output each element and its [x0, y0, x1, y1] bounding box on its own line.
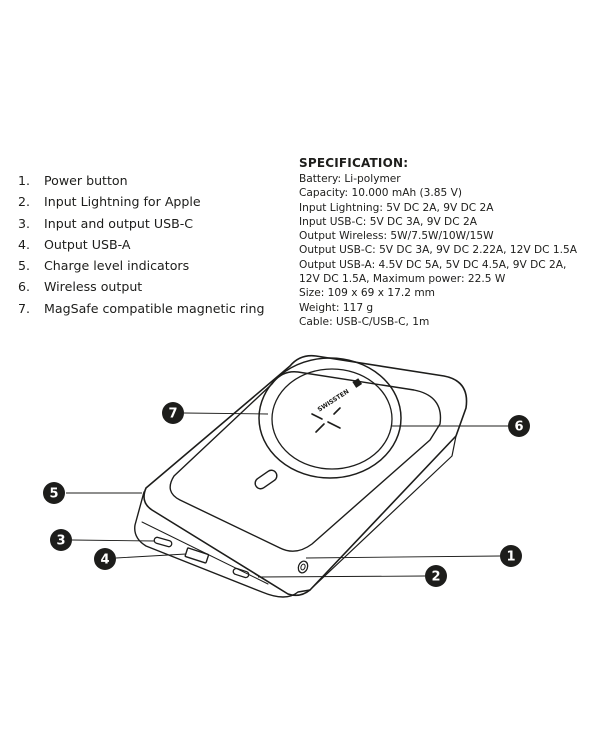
legend-text: Output USB-A [44, 236, 131, 252]
callout-number: 7 [168, 407, 177, 422]
spec-line: Output USB-C: 5V DC 3A, 9V DC 2.22A, 12V… [299, 244, 578, 257]
legend-number: 7. [18, 300, 31, 316]
wireless-cross-icon [311, 407, 341, 433]
legend-text: MagSafe compatible magnetic ring [44, 300, 265, 316]
power-button-inner [300, 563, 306, 571]
device-edge [134, 491, 311, 598]
callout-5: 5 [43, 482, 65, 504]
spec-line: Weight: 117 g [299, 301, 374, 314]
callout-3: 3 [50, 529, 72, 551]
spec-line: Input Lightning: 5V DC 2A, 9V DC 2A [299, 201, 494, 214]
callout-number: 6 [514, 420, 523, 435]
callout-number: 1 [506, 550, 515, 565]
feature-legend: 1. Power button 2. Input Lightning for App… [18, 170, 265, 319]
legend-number: 3. [18, 215, 31, 231]
legend-number: 4. [18, 236, 31, 252]
leader-line-2 [257, 575, 426, 578]
spec-title: SPECIFICATION: [299, 156, 409, 170]
legend-item-6: 6. Wireless output [18, 276, 265, 297]
legend-number: 1. [18, 173, 31, 188]
usb-c-port [153, 536, 173, 548]
leader-line-4 [115, 553, 187, 559]
callout-2: 2 [425, 565, 447, 587]
lightning-port [232, 567, 250, 579]
specification-block: SPECIFICATION: Battery: Li-polymer Capac… [299, 156, 595, 329]
spec-line: Output USB-A: 4.5V DC 5A, 5V DC 4.5A, 9V… [299, 258, 567, 271]
wireless-charging-pad [271, 368, 393, 470]
callout-number: 2 [431, 570, 440, 585]
legend-text: Input and output USB-C [44, 215, 194, 231]
legend-item-4: 4. Output USB-A [18, 234, 265, 255]
spec-line: Input USB-C: 5V DC 3A, 9V DC 2A [299, 215, 477, 228]
legend-number: 6. [18, 279, 31, 295]
usb-a-port [184, 547, 210, 564]
spec-line: Output Wireless: 5W/7.5W/10W/15W [299, 230, 494, 243]
legend-text: Input Lightning for Apple [44, 194, 201, 210]
spec-line: Cable: USB-C/USB-C, 1m [299, 315, 430, 328]
spec-line: Capacity: 10.000 mAh (3.85 V) [299, 187, 463, 200]
callout-6: 6 [508, 415, 530, 437]
spec-line: 12V DC 1.5A, Maximum power: 22.5 W [299, 273, 506, 286]
spec-line: Size: 109 x 69 x 17.2 mm [299, 287, 435, 300]
callout-7: 7 [162, 402, 184, 424]
power-button [297, 560, 309, 574]
legend-item-2: 2. Input Lightning for Apple [18, 191, 265, 212]
legend-number: 5. [18, 258, 31, 274]
legend-number: 2. [18, 194, 31, 210]
magsafe-ring [258, 357, 402, 479]
legend-item-3: 3. Input and output USB-C [18, 213, 265, 234]
brand-text: SWISSTEN [317, 388, 351, 413]
legend-text: Wireless output [44, 279, 143, 295]
callout-4: 4 [94, 548, 116, 570]
legend-text: Charge level indicators [44, 258, 190, 274]
callout-number: 4 [100, 553, 109, 568]
spec-line: Battery: Li-polymer [299, 173, 401, 185]
leader-line-7 [183, 412, 269, 415]
leader-line-1 [305, 555, 501, 559]
callout-number: 5 [49, 487, 58, 502]
legend-item-7: 7. MagSafe compatible magnetic ring [18, 298, 265, 319]
legend-item-1: 1. Power button [18, 170, 265, 191]
device-edge [311, 435, 457, 589]
device-body [143, 354, 468, 597]
leader-line-3 [71, 539, 156, 542]
charge-level-indicator [254, 469, 278, 490]
device-top-panel [169, 371, 442, 552]
legend-text: Power button [44, 173, 128, 188]
callout-number: 3 [56, 534, 65, 549]
legend-item-5: 5. Charge level indicators [18, 255, 265, 276]
callout-1: 1 [500, 545, 522, 567]
